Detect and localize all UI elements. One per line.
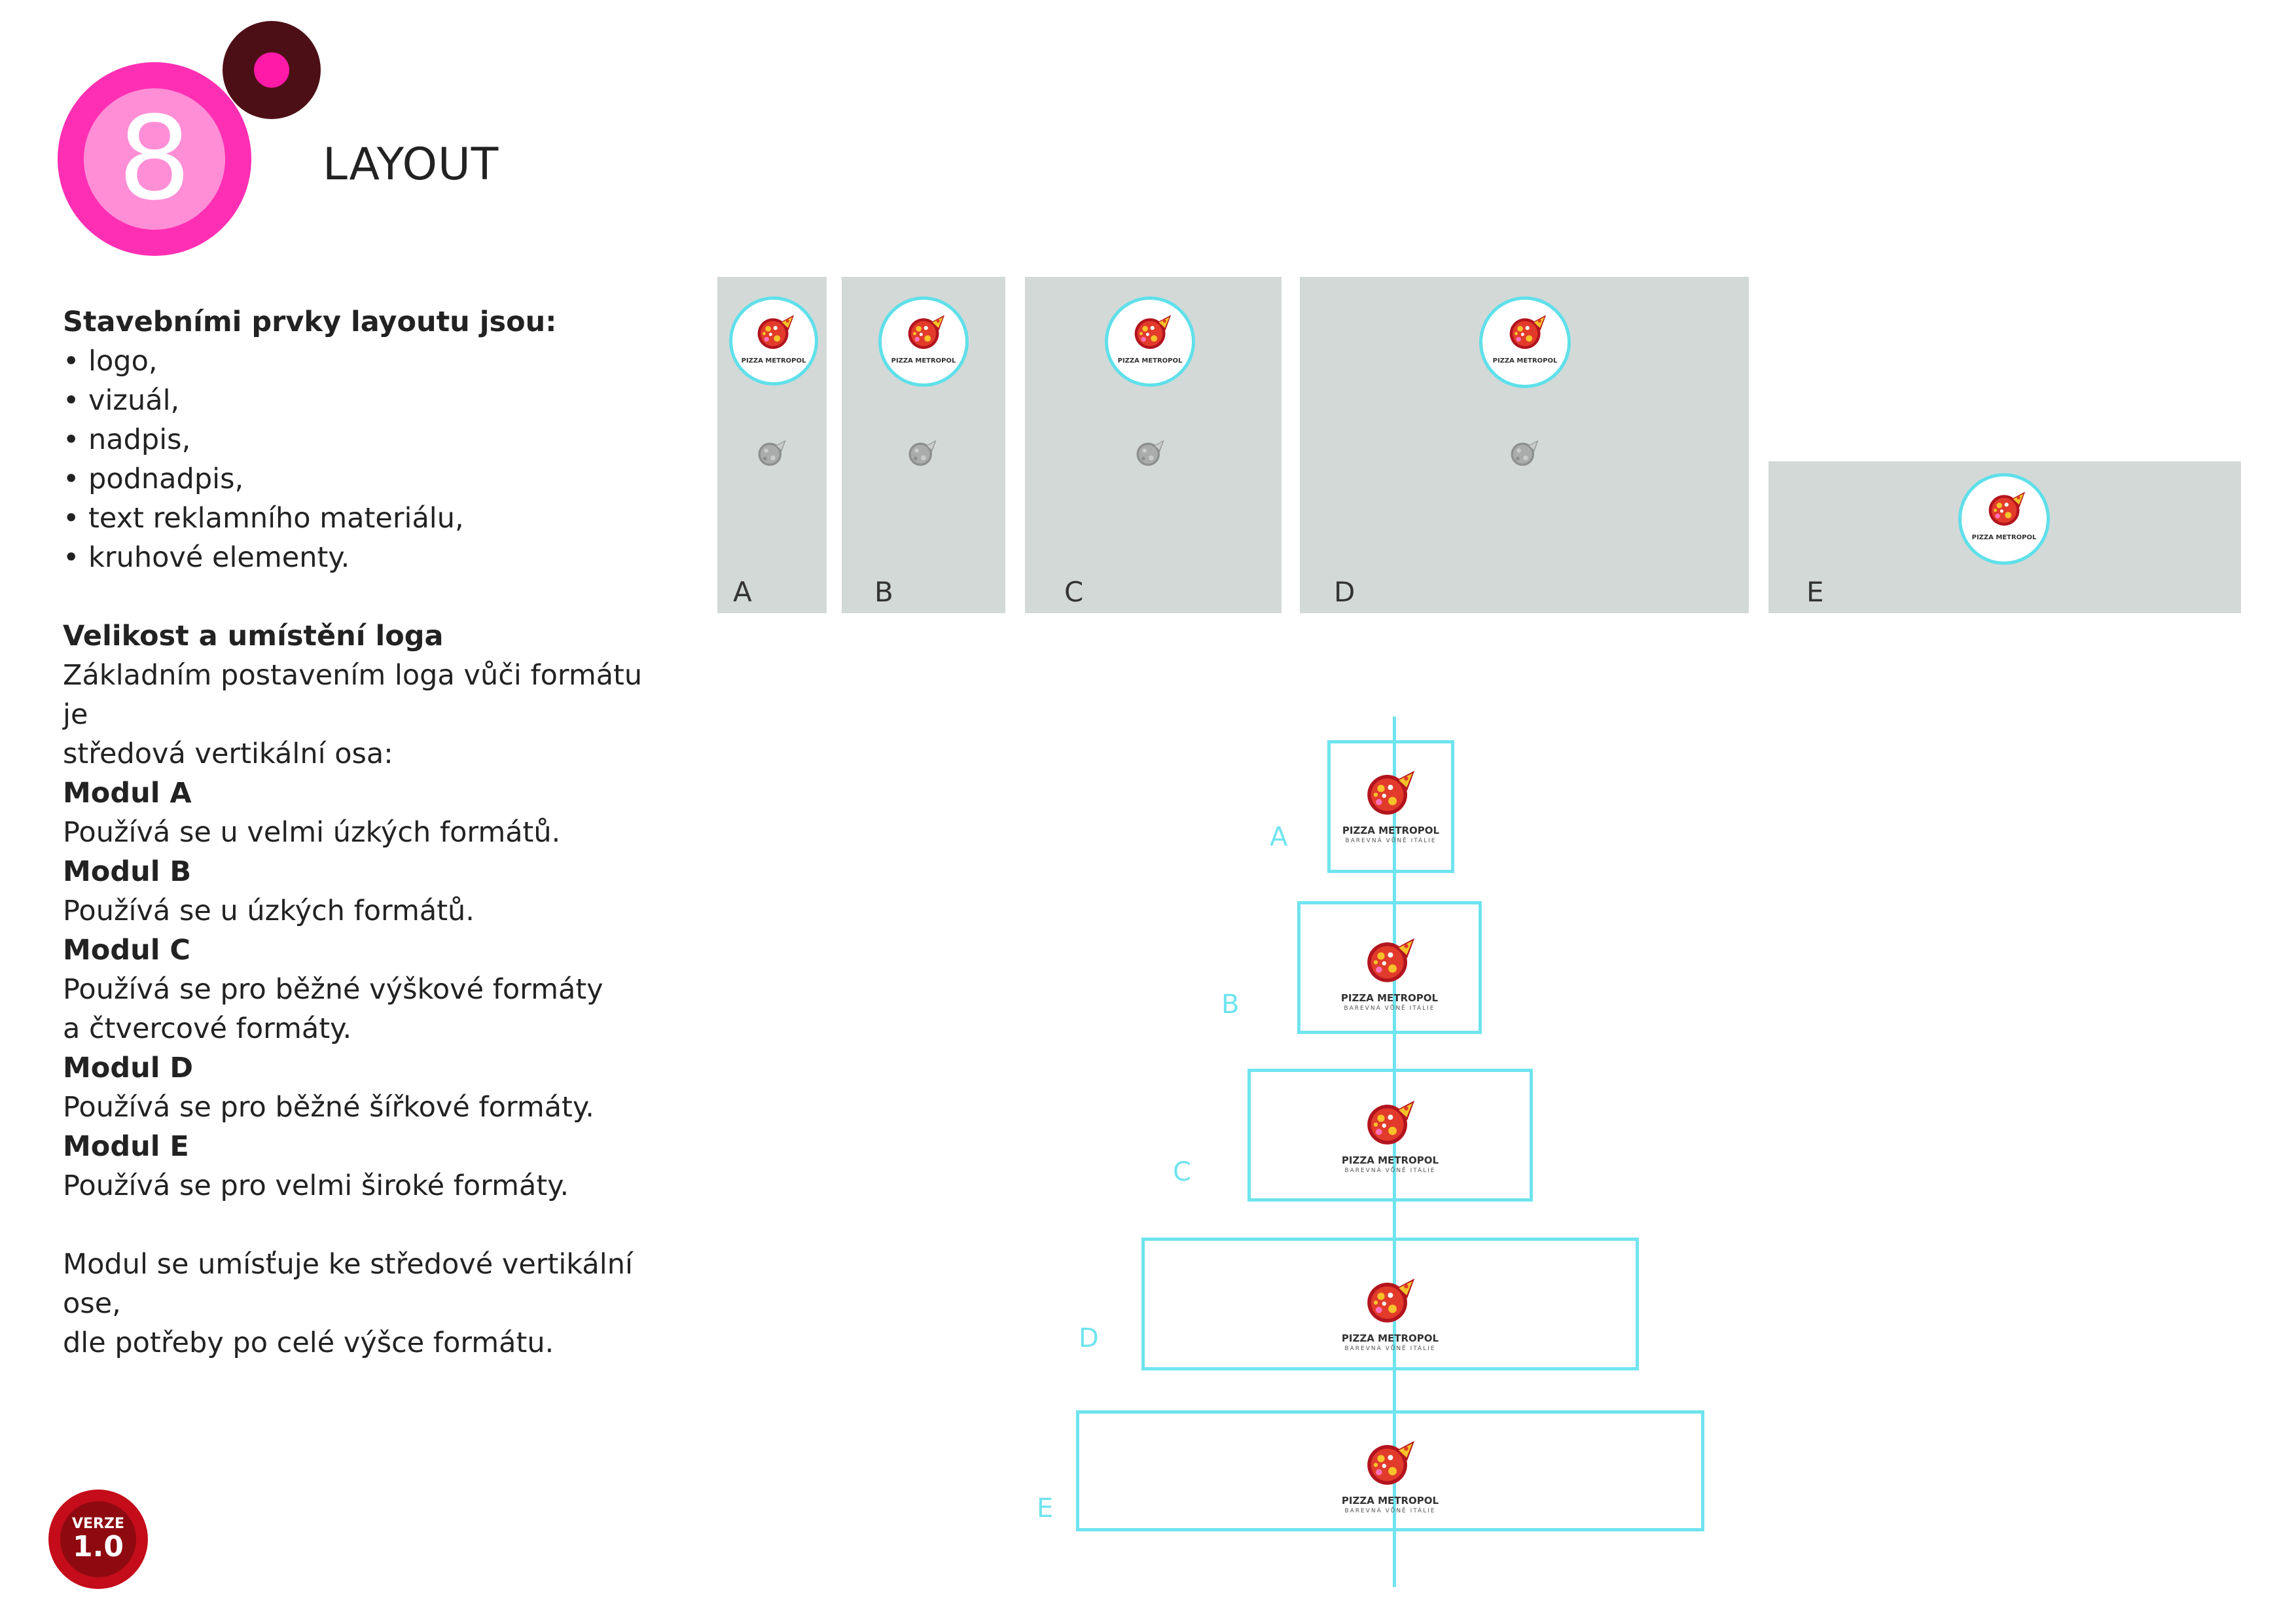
- pizza-logo-ghost-icon: [1507, 437, 1543, 473]
- pizza-logo-icon: [1129, 310, 1177, 359]
- logo-tagline: BAREVNÁ VŮNĚ ITÁLIE: [1344, 1005, 1435, 1012]
- format-c-thumbnail: PIZZA METROPOL C: [1025, 277, 1282, 613]
- module-e-name: Modul E: [63, 1130, 189, 1163]
- format-e-label: E: [1806, 576, 1824, 608]
- logo-tagline: BAREVNÁ VŮNĚ ITÁLIE: [1345, 838, 1437, 844]
- logo-circle: PIZZA METROPOL: [1479, 296, 1571, 388]
- module-b-label: B: [1221, 990, 1240, 1020]
- vertical-center-axis: [1393, 717, 1396, 1587]
- pizza-logo-ghost-icon: [905, 437, 941, 473]
- closing-text: dle potřeby po celé výšce formátu.: [63, 1327, 554, 1359]
- module-e-box: [1076, 1410, 1704, 1531]
- module-b-name: Modul B: [63, 855, 192, 888]
- module-e-label: E: [1037, 1493, 1054, 1524]
- logo-tagline: BAREVNÁ VŮNĚ ITÁLIE: [1344, 1168, 1436, 1174]
- pizza-logo-icon: [1360, 1272, 1423, 1335]
- section-badge-inner: 8: [84, 88, 225, 230]
- pizza-logo-ghost-icon: [1132, 437, 1169, 473]
- logo-circle: PIZZA METROPOL: [1105, 296, 1195, 387]
- logo-name: PIZZA METROPOL: [891, 357, 956, 365]
- pizza-logo-icon: [1360, 1435, 1423, 1497]
- module-a-desc: Používá se u velmi úzkých formátů.: [63, 816, 561, 849]
- format-d-thumbnail: PIZZA METROPOL D: [1300, 277, 1749, 613]
- module-b-desc: Používá se u úzkých formátů.: [63, 895, 475, 927]
- logo-tagline: BAREVNÁ VŮNĚ ITÁLIE: [1344, 1346, 1436, 1352]
- pizza-logo-ghost-icon: [754, 437, 791, 473]
- module-d-label: D: [1079, 1323, 1099, 1353]
- module-c-name: Modul C: [63, 934, 190, 967]
- pizza-logo-icon: [1360, 1094, 1423, 1157]
- elements-item: • nadpis,: [63, 423, 191, 456]
- pizza-logo-icon: [1983, 487, 2032, 535]
- logo-name: PIZZA METROPOL: [1341, 1154, 1439, 1166]
- elements-item: • kruhové elementy.: [63, 541, 350, 574]
- logo-heading: Velikost a umístění loga: [63, 620, 444, 652]
- module-d-desc: Používá se pro běžné šířkové formáty.: [63, 1091, 594, 1124]
- module-c-desc: Používá se pro běžné výškové formáty: [63, 973, 603, 1006]
- elements-item: • logo,: [63, 345, 158, 378]
- logo-name: PIZZA METROPOL: [1341, 1332, 1439, 1344]
- text-column: Stavebními prvky layoutu jsou: • logo, •…: [63, 302, 672, 1363]
- version-badge-inner: VERZE 1.0: [60, 1501, 136, 1577]
- version-number: 1.0: [73, 1530, 124, 1563]
- elements-heading: Stavebními prvky layoutu jsou:: [63, 306, 557, 338]
- module-a-box: [1327, 740, 1454, 873]
- pizza-logo-icon: [1504, 310, 1552, 359]
- logo-intro: středová vertikální osa:: [63, 738, 393, 770]
- format-a-thumbnail: PIZZA METROPOL A: [717, 277, 827, 613]
- closing-text: Modul se umísťuje ke středové vertikální…: [63, 1248, 633, 1320]
- module-d-name: Modul D: [63, 1052, 194, 1084]
- format-b-thumbnail: PIZZA METROPOL B: [842, 277, 1005, 613]
- module-e-desc: Používá se pro velmi široké formáty.: [63, 1169, 569, 1202]
- pizza-logo-icon: [1360, 764, 1423, 827]
- format-a-label: A: [733, 576, 752, 608]
- logo-name: PIZZA METROPOL: [741, 357, 806, 365]
- page-title: LAYOUT: [323, 139, 499, 190]
- format-e-thumbnail: PIZZA METROPOL E: [1768, 461, 2241, 613]
- logo-circle: PIZZA METROPOL: [878, 296, 969, 387]
- pizza-logo-icon: [1360, 932, 1423, 995]
- section-number: 8: [118, 92, 191, 226]
- format-d-label: D: [1334, 576, 1355, 608]
- logo-name: PIZZA METROPOL: [1341, 1495, 1439, 1507]
- module-b-box: [1297, 901, 1482, 1034]
- module-c-desc: a čtvercové formáty.: [63, 1012, 352, 1045]
- logo-name: PIZZA METROPOL: [1340, 992, 1439, 1004]
- version-label: VERZE: [72, 1516, 124, 1532]
- logo-tagline: BAREVNÁ VŮNĚ ITÁLIE: [1344, 1508, 1436, 1514]
- decorative-circle-inner: [254, 52, 289, 88]
- format-b-label: B: [874, 576, 893, 608]
- elements-item: • podnadpis,: [63, 463, 244, 495]
- elements-item: • text reklamního materiálu,: [63, 502, 464, 535]
- logo-name: PIZZA METROPOL: [1971, 534, 2037, 541]
- pizza-logo-icon: [903, 310, 951, 359]
- elements-item: • vizuál,: [63, 384, 180, 417]
- module-d-box: [1141, 1238, 1639, 1370]
- logo-circle: PIZZA METROPOL: [729, 296, 818, 385]
- logo-name: PIZZA METROPOL: [1117, 357, 1183, 365]
- logo-name: PIZZA METROPOL: [1492, 357, 1558, 365]
- module-c-box: [1247, 1069, 1533, 1202]
- module-a-label: A: [1270, 822, 1288, 852]
- logo-intro: Základním postavením loga vůči formátu j…: [63, 659, 643, 731]
- logo-circle: PIZZA METROPOL: [1958, 473, 2050, 565]
- module-c-label: C: [1173, 1157, 1191, 1187]
- pizza-logo-icon: [752, 310, 800, 359]
- module-a-name: Modul A: [63, 777, 192, 810]
- logo-name: PIZZA METROPOL: [1342, 825, 1440, 836]
- format-c-label: C: [1064, 576, 1084, 608]
